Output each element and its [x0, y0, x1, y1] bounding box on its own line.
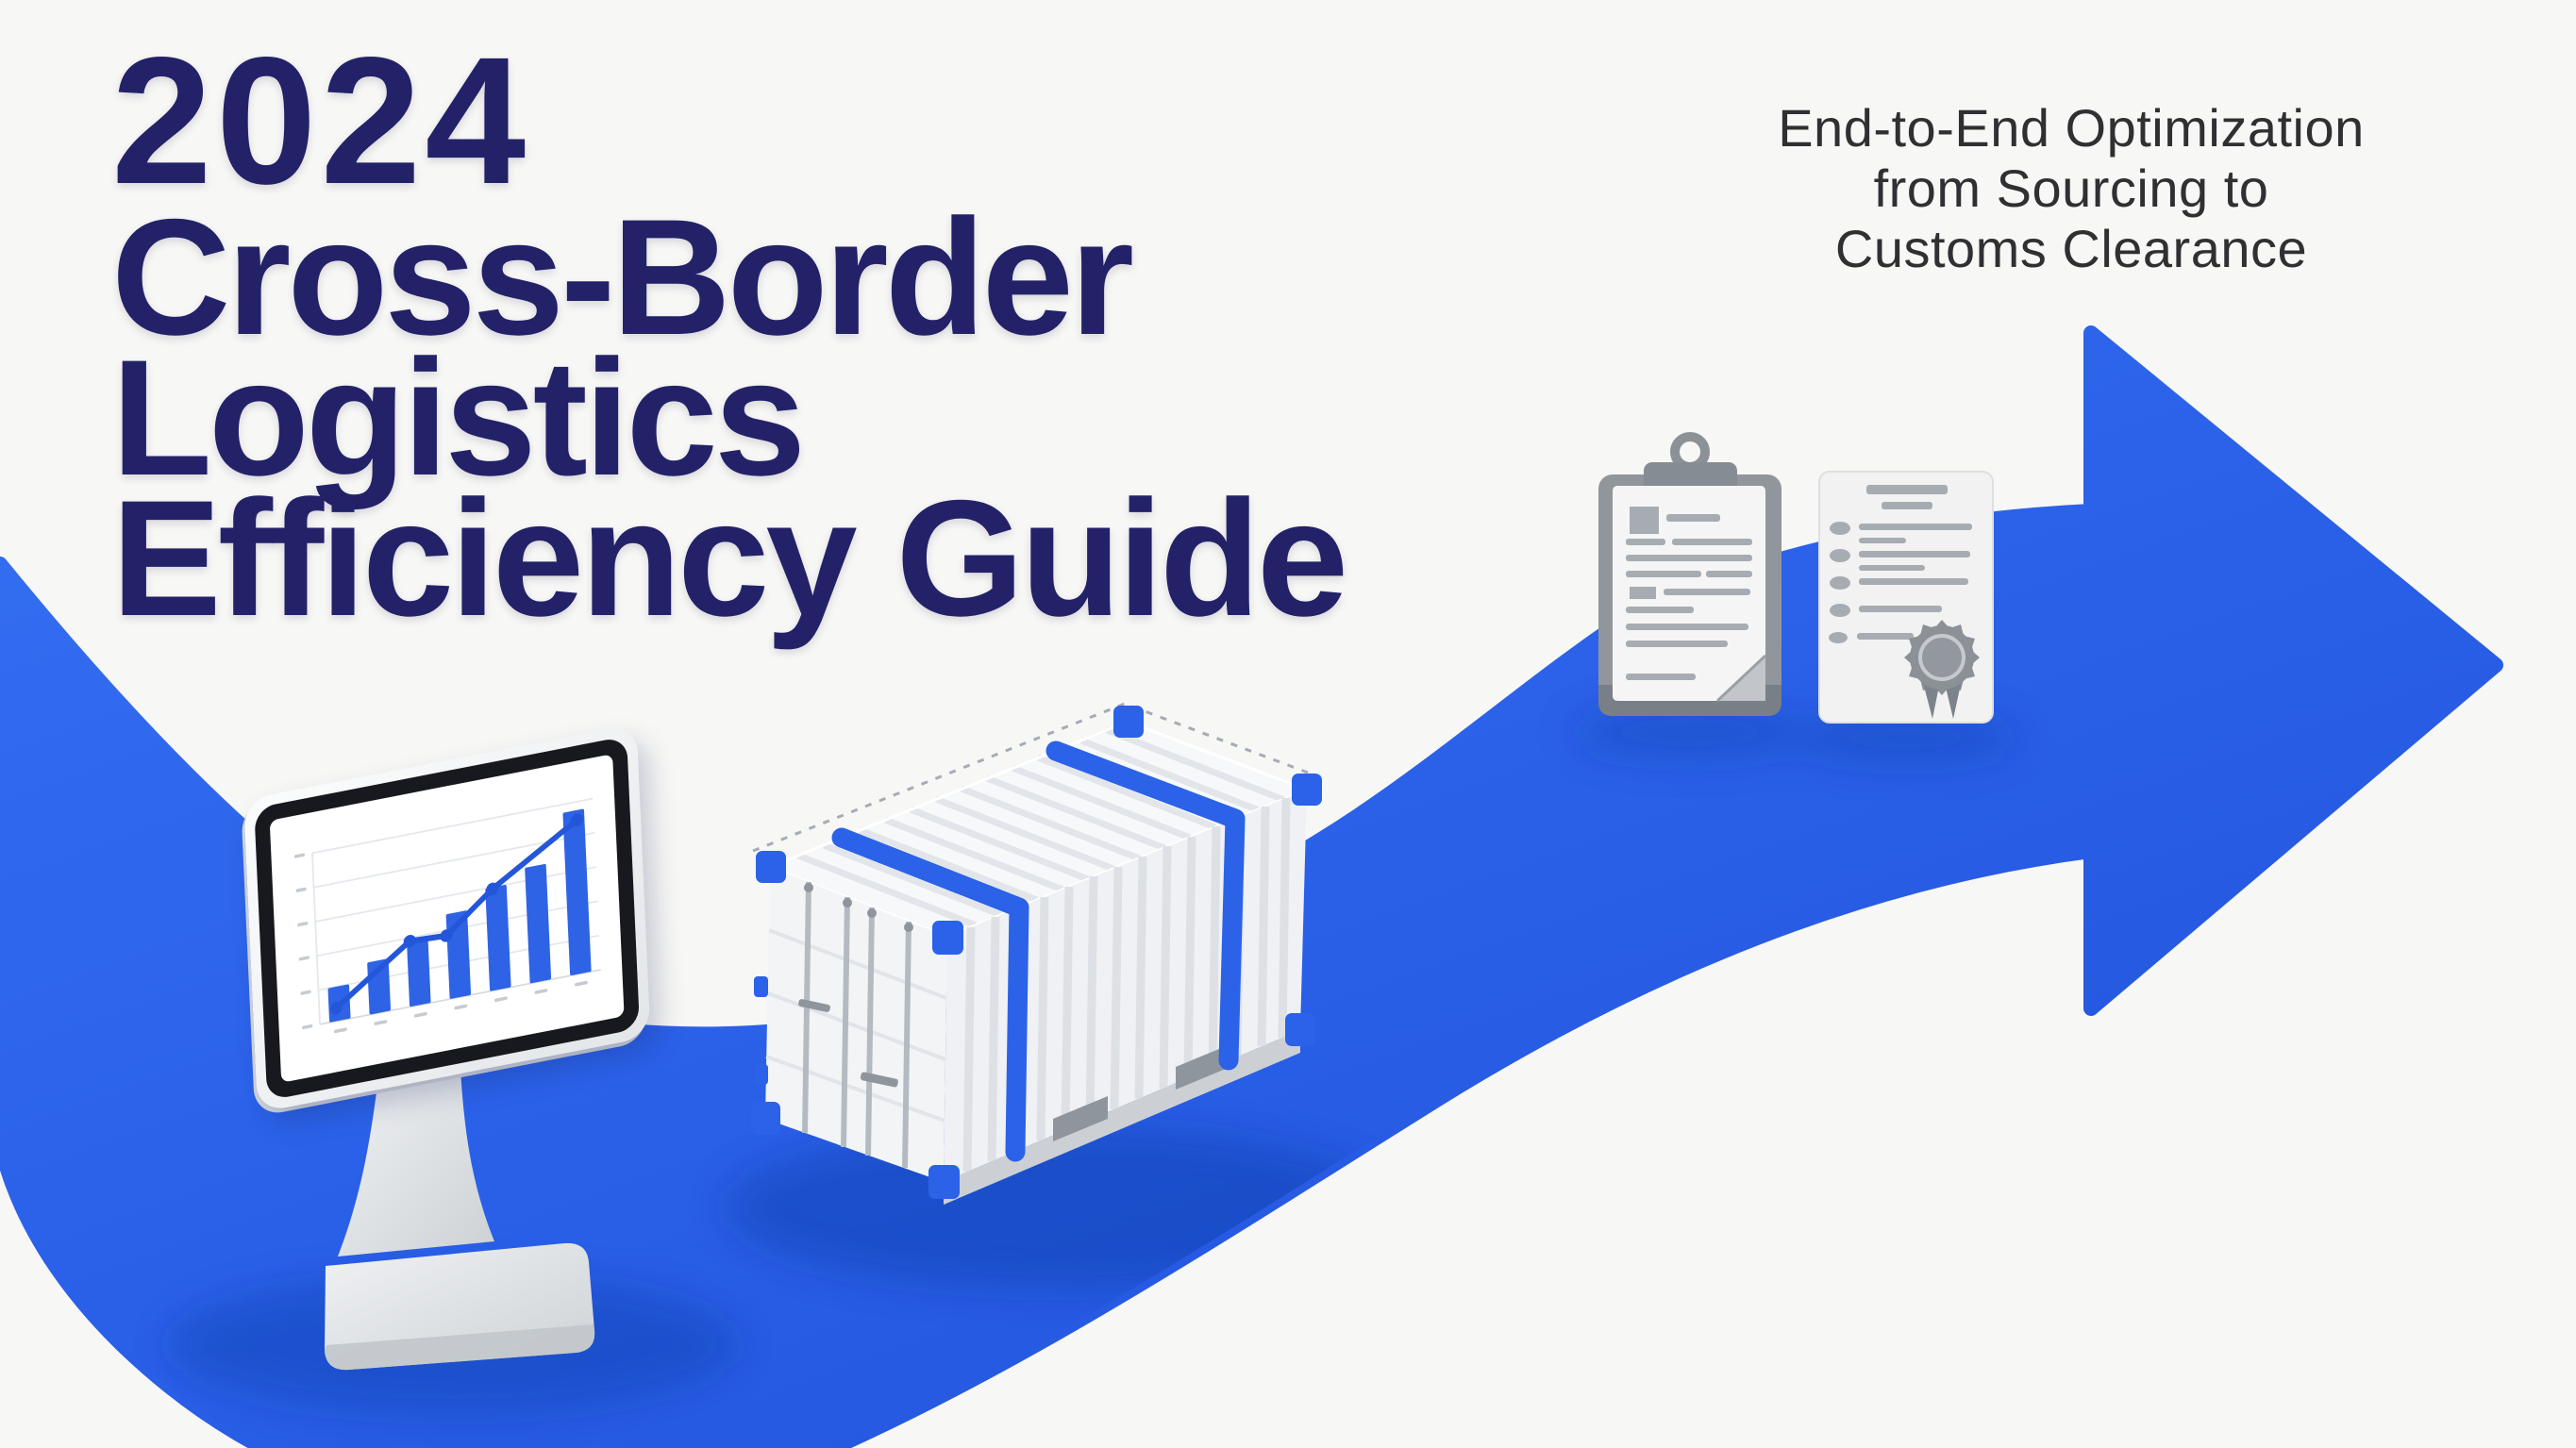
container-door-lock-rods [802, 881, 912, 1169]
growth-bar-chart [293, 797, 601, 1034]
title-line-year: 2024 [111, 19, 530, 222]
clipboard-checklist-icon [1598, 432, 1781, 716]
container-right-face [944, 790, 1307, 1205]
monitor-neck [338, 1068, 494, 1257]
title-line-cross-border: Cross-Border [111, 186, 1134, 370]
clipboard-text-lines [1626, 507, 1752, 680]
shipping-container-icon [751, 702, 1322, 1205]
certificate-text-lines [1829, 485, 1972, 643]
monitor-base-front-edge [325, 1324, 595, 1371]
page-title: 2024 Cross-Border Logistics Efficiency G… [111, 19, 1348, 651]
subtitle: End-to-End Optimization from Sourcing to… [1689, 98, 2453, 279]
subtitle-line-3: Customs Clearance [1834, 219, 2308, 278]
monitor-screen [269, 754, 625, 1083]
container-straps [831, 741, 1246, 1162]
container-fork-pocket [1053, 1096, 1108, 1141]
certificate-seal [1904, 620, 1980, 719]
clipboard-fold-crease [1715, 654, 1767, 703]
container-fork-pocket [1176, 1044, 1230, 1090]
monitor-stand [325, 1068, 595, 1371]
subtitle-line-1: End-to-End Optimization [1778, 98, 2365, 158]
certificate-seal-icon [1818, 471, 1994, 724]
title-line-efficiency-guide: Efficiency Guide [111, 467, 1348, 651]
analytics-monitor-icon [243, 724, 651, 1113]
subtitle-line-2: from Sourcing to [1873, 158, 2269, 218]
title-line-logistics: Logistics [111, 326, 806, 510]
container-door-face [765, 867, 947, 1182]
container-top-face [765, 720, 1312, 939]
container-corner-castings [751, 706, 1322, 1199]
